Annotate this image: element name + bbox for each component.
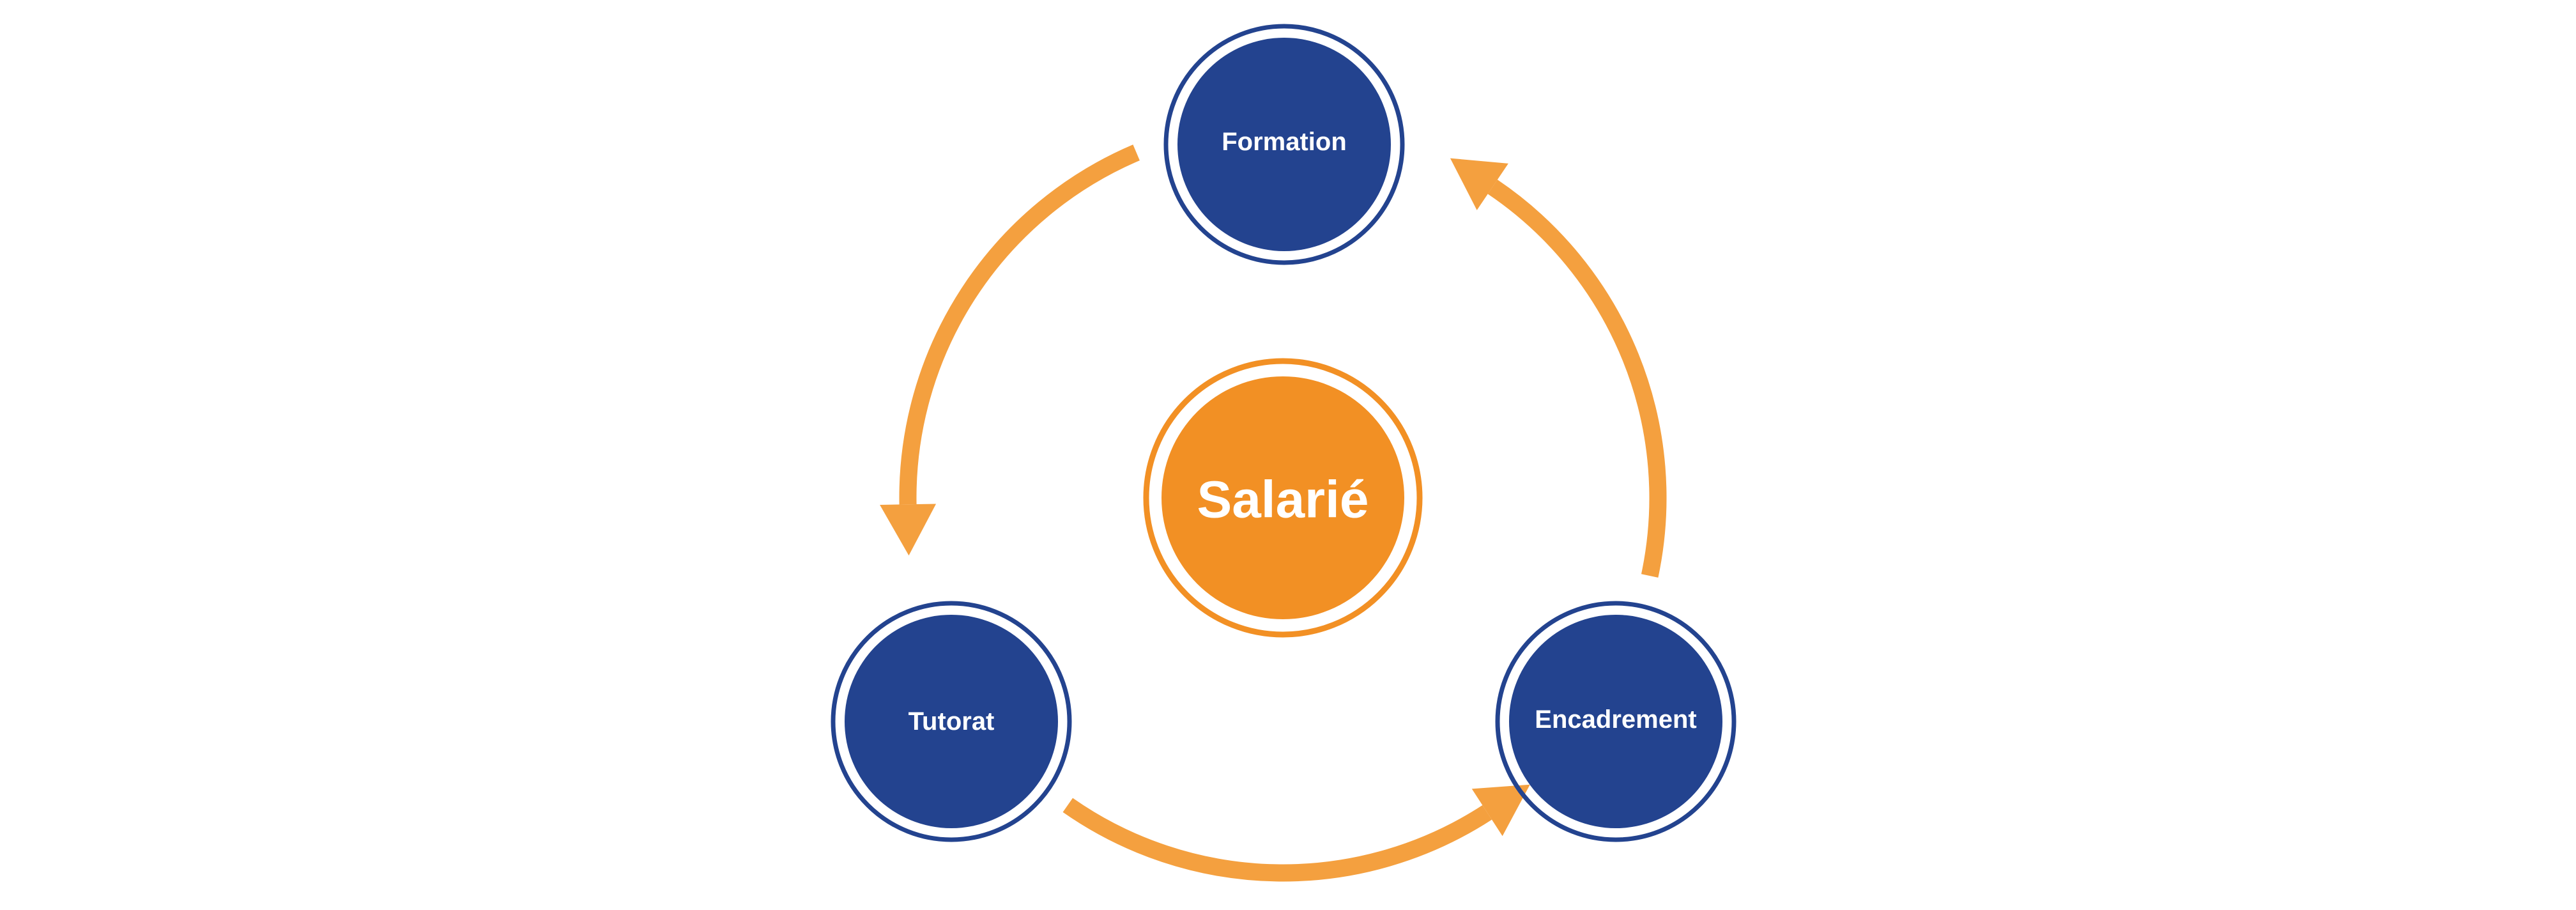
center-node-salarie: Salarié [1143,358,1423,638]
node-circle [845,615,1058,828]
arrow-shaft [899,144,1140,505]
node-outer-ring [1495,601,1736,842]
arrowhead-icon [880,504,937,556]
arrowhead-icon [1471,784,1530,837]
node-tutorat: Tutorat [831,601,1072,842]
node-outer-ring [831,601,1072,842]
center-outer-ring [1143,358,1423,638]
node-label-tutorat: Tutorat [908,707,995,736]
cycle-arrows [880,144,1667,882]
node-formation: Formation [1163,24,1405,265]
node-circle [1509,615,1722,828]
node-outer-ring [1163,24,1405,265]
node-circle [1177,38,1391,251]
center-label: Salarié [1197,471,1369,529]
node-label-formation: Formation [1222,128,1347,156]
arrow-shaft [1062,798,1492,882]
node-encadrement: Encadrement [1495,601,1736,842]
node-label-encadrement: Encadrement [1535,706,1696,734]
arrow-shaft [1487,180,1667,578]
center-circle [1162,376,1404,619]
arrowhead-icon [1450,158,1508,210]
